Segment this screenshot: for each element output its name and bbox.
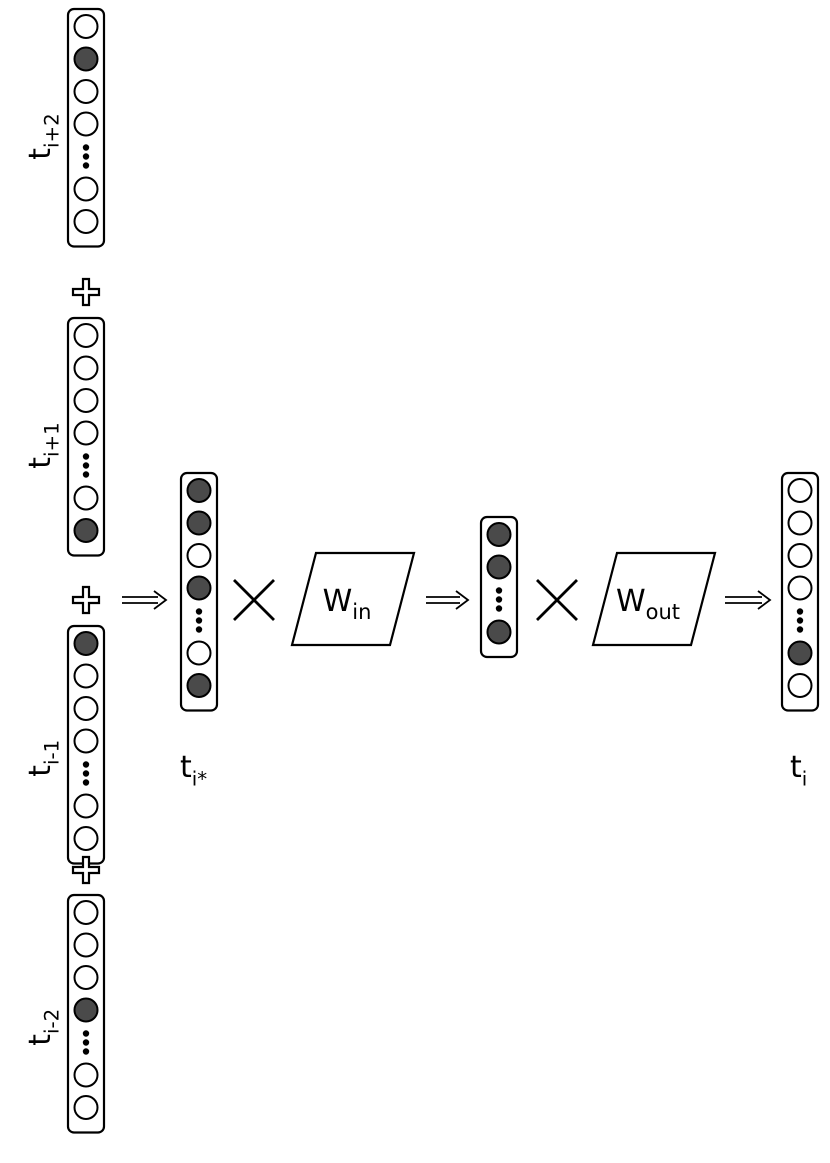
vector-t-i-output-label: ti <box>790 750 807 790</box>
active-unit <box>73 46 99 72</box>
inactive-unit <box>73 485 99 511</box>
ellipsis-dot <box>82 153 90 160</box>
inactive-unit <box>73 900 99 925</box>
ellipsis-dot <box>796 608 804 615</box>
inactive-unit <box>186 640 212 666</box>
vector-t-i-star-frame <box>179 471 219 712</box>
double-arrow-icon <box>426 590 470 610</box>
vector-t-i-minus-2 <box>66 893 106 1134</box>
inactive-unit <box>73 663 99 689</box>
active-unit <box>186 673 212 698</box>
ellipsis-dot <box>195 626 203 633</box>
inactive-unit <box>787 510 813 536</box>
matrix-w-out: Wout <box>591 551 717 647</box>
times-icon <box>536 579 578 621</box>
ellipsis-dot <box>82 1030 90 1037</box>
ellipsis-dot <box>195 608 203 615</box>
inactive-unit <box>73 209 99 234</box>
active-unit <box>73 997 99 1023</box>
vector-t-i-plus-2 <box>66 7 106 248</box>
ellipsis-dot <box>82 162 90 169</box>
inactive-unit <box>73 420 99 446</box>
ellipsis-dot <box>82 471 90 478</box>
inactive-unit <box>73 323 99 348</box>
vector-t-i-minus-2-label: ti-2 <box>23 1009 63 1046</box>
inactive-unit <box>73 728 99 754</box>
active-unit <box>486 554 512 580</box>
inactive-unit <box>73 111 99 137</box>
vector-hidden <box>479 515 519 659</box>
times-icon <box>233 579 275 621</box>
inactive-unit <box>73 1062 99 1088</box>
ellipsis-dot <box>82 1048 90 1055</box>
plus-icon <box>71 277 101 307</box>
ellipsis-dot <box>82 779 90 786</box>
ellipsis-dot <box>195 617 203 624</box>
ellipsis-dot <box>495 587 503 594</box>
vector-t-i-star-label: ti* <box>180 750 207 790</box>
plus-icon <box>71 855 101 885</box>
ellipsis-dot <box>82 144 90 151</box>
matrix-w-in: Win <box>290 551 416 647</box>
double-arrow-icon <box>122 590 168 610</box>
inactive-unit <box>73 965 99 990</box>
double-arrow-icon <box>725 590 772 610</box>
vector-t-i-minus-1 <box>66 624 106 865</box>
vector-t-i-plus-1 <box>66 316 106 557</box>
labels-layer: ti+2 ti+1 ti-1 ti-2 ti* ti <box>23 113 807 1045</box>
inactive-unit <box>73 932 99 958</box>
active-unit <box>787 640 813 666</box>
inactive-unit <box>73 1095 99 1120</box>
ellipsis-dot <box>82 453 90 460</box>
vector-t-i-plus-2-label: ti+2 <box>23 113 63 159</box>
operators-layer: Win Wout <box>71 277 772 885</box>
vector-t-i-minus-1-label: ti-1 <box>23 740 63 777</box>
active-unit <box>486 619 512 645</box>
inactive-unit <box>73 176 99 202</box>
active-unit <box>186 575 212 601</box>
vector-t-i-minus-2-frame <box>66 893 106 1134</box>
inactive-unit <box>787 543 813 568</box>
ellipsis-dot <box>796 626 804 633</box>
inactive-unit <box>73 79 99 104</box>
ellipsis-dot <box>82 1039 90 1046</box>
vector-t-i-plus-1-label: ti+1 <box>23 422 63 468</box>
ellipsis-dot <box>495 605 503 612</box>
active-unit <box>186 478 212 503</box>
inactive-unit <box>787 673 813 698</box>
ellipsis-dot <box>82 761 90 768</box>
vectors-layer <box>66 7 820 1134</box>
vector-t-i-star <box>179 471 219 712</box>
inactive-unit <box>787 478 813 503</box>
vector-t-i-output-frame <box>780 471 820 712</box>
inactive-unit <box>73 793 99 819</box>
ellipsis-dot <box>82 462 90 469</box>
matrix-w-out-label: Wout <box>616 584 680 624</box>
ellipsis-dot <box>82 770 90 777</box>
vector-t-i-output <box>780 471 820 712</box>
inactive-unit <box>73 355 99 381</box>
plus-icon <box>71 585 101 615</box>
active-unit <box>486 522 512 547</box>
vector-hidden-frame <box>479 515 519 659</box>
vector-t-i-plus-2-frame <box>66 7 106 248</box>
inactive-unit <box>73 14 99 39</box>
inactive-unit <box>186 543 212 568</box>
inactive-unit <box>73 388 99 413</box>
inactive-unit <box>73 826 99 851</box>
inactive-unit <box>787 575 813 601</box>
inactive-unit <box>73 696 99 721</box>
matrix-w-in-label: Win <box>323 584 372 624</box>
active-unit <box>73 631 99 656</box>
vector-t-i-plus-1-frame <box>66 316 106 557</box>
active-unit <box>73 518 99 543</box>
ellipsis-dot <box>796 617 804 624</box>
ellipsis-dot <box>495 596 503 603</box>
active-unit <box>186 510 212 536</box>
